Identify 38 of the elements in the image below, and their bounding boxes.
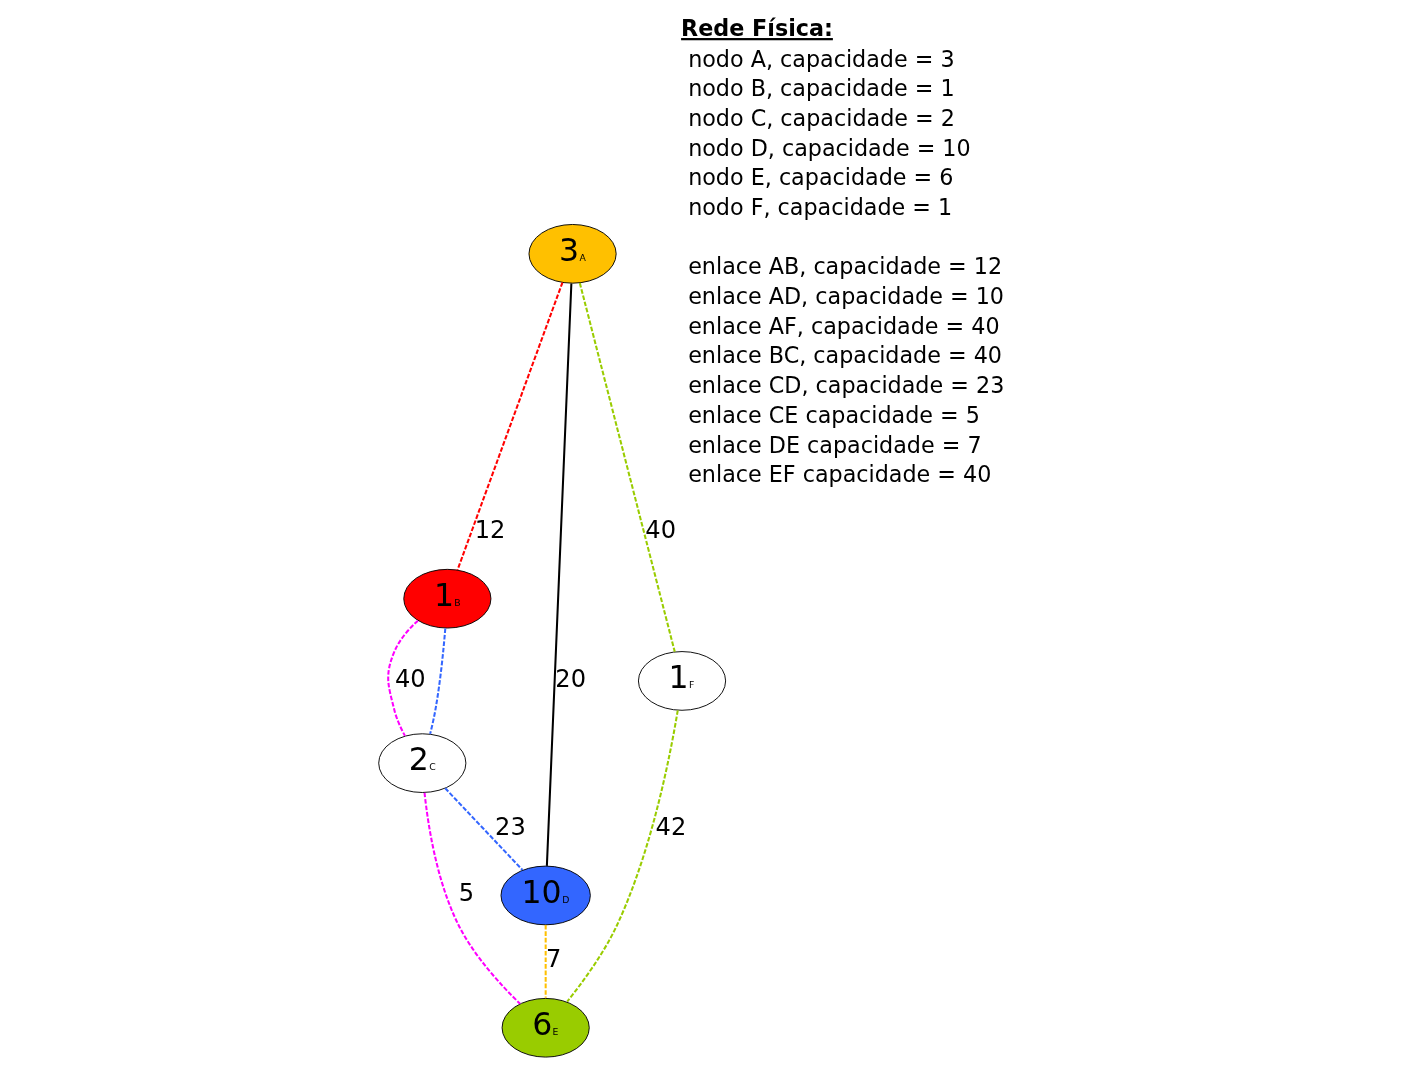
label: enlace AD, capacidade = 10: [687, 283, 1004, 310]
connector: [544, 925, 547, 998]
node-ellipse: 1 B: [402, 568, 491, 629]
edge-label: 7: [545, 945, 561, 974]
label: nodo C, capacidade = 2: [687, 105, 955, 131]
connector: [423, 792, 521, 1005]
label: nodo A, capacidade = 3: [687, 45, 955, 72]
node-ellipse: 2 C: [377, 733, 466, 793]
label: nodo F, capacidade = 1: [687, 194, 952, 221]
label: nodo D, capacidade = 10: [687, 134, 971, 161]
label: nodo E, capacidade = 6: [687, 164, 953, 191]
label: enlace BC, capacidade = 40: [687, 342, 1002, 369]
edge-label: 20: [554, 664, 586, 693]
edge-label: 5: [458, 879, 474, 908]
node-ellipse: 6E: [501, 997, 590, 1058]
node-ellipse: 10 D: [500, 865, 591, 926]
label: enlace CE capacidade = 5: [687, 401, 980, 428]
label: enlace AB, capacidade = 12: [687, 253, 1002, 280]
edge-label: 12: [474, 516, 505, 545]
connector: [456, 282, 563, 571]
label: enlace DE capacidade = 7: [687, 431, 982, 458]
connector: [578, 282, 676, 653]
label: enlace AF, capacidade = 40: [687, 312, 1000, 339]
node-ellipse: 3A: [528, 224, 617, 284]
node-ellipse: 1 F: [637, 651, 726, 711]
label: enlace CD, capacidade = 23: [687, 372, 1004, 399]
label: enlace EF capacidade = 40: [687, 461, 991, 488]
label: Rede Física:: [680, 15, 833, 42]
label: nodo B, capacidade = 1: [687, 75, 955, 102]
connector: [428, 628, 446, 735]
edge-label: 42: [655, 813, 686, 842]
connector: [443, 787, 523, 871]
edge-label: 40: [394, 664, 426, 693]
edge-label: 40: [644, 516, 676, 545]
edge-label: 23: [494, 813, 526, 842]
connector: [565, 710, 679, 1003]
connector: [386, 619, 419, 737]
connector: [545, 283, 572, 866]
